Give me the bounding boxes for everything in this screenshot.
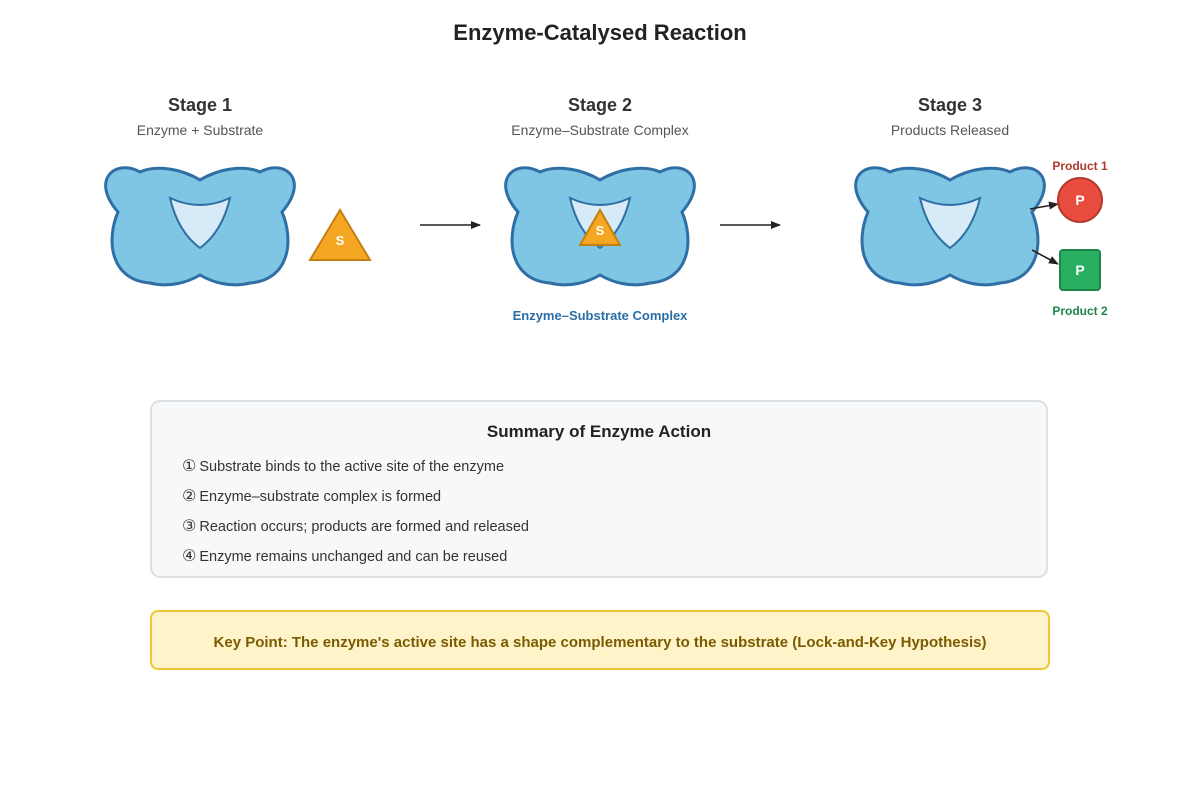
product-2-letter: P xyxy=(1075,262,1084,278)
product-1-label: Product 1 xyxy=(1052,159,1108,173)
enzyme-1 xyxy=(104,166,296,287)
stage-2-title: Stage 2 xyxy=(568,95,632,115)
arrow-to-product-2 xyxy=(1031,249,1059,265)
stage-1-title: Stage 1 xyxy=(168,95,232,115)
product-2: P xyxy=(1059,249,1101,291)
key-point-box: Key Point: The enzyme's active site has … xyxy=(150,610,1050,670)
enzyme-3 xyxy=(854,166,1046,287)
stage-1: Stage 1 Enzyme + Substrate S xyxy=(104,95,372,287)
key-point-text: Key Point: The enzyme's active site has … xyxy=(213,633,987,651)
product-1-letter: P xyxy=(1075,192,1084,208)
arrow-to-product-1 xyxy=(1029,201,1059,210)
substrate-2-label: S xyxy=(596,223,605,238)
substrate-1-label: S xyxy=(336,233,345,248)
complex-label: Enzyme–Substrate Complex xyxy=(513,308,689,323)
summary-title: Summary of Enzyme Action xyxy=(486,422,712,441)
summary-item-number: ③ xyxy=(182,516,197,535)
stage-1-subtitle: Enzyme + Substrate xyxy=(137,122,264,138)
summary-item-text: Reaction occurs; products are formed and… xyxy=(199,519,529,535)
substrate-1: S xyxy=(308,208,372,261)
stage-2: Stage 2 Enzyme–Substrate Complex S Enzym… xyxy=(504,95,696,323)
stage-2-subtitle: Enzyme–Substrate Complex xyxy=(511,122,688,138)
stage-3-subtitle: Products Released xyxy=(891,122,1009,138)
diagram-title: Enzyme-Catalysed Reaction xyxy=(453,20,746,45)
stage-3: Stage 3 Products Released Product 1 P P … xyxy=(854,95,1108,318)
summary-item-number: ① xyxy=(182,456,197,475)
substrate-2: S xyxy=(578,207,622,246)
stage-3-title: Stage 3 xyxy=(918,95,982,115)
summary-item-text: Substrate binds to the active site of th… xyxy=(199,459,505,475)
summary-item-text: Enzyme–substrate complex is formed xyxy=(199,489,442,505)
summary-item-number: ② xyxy=(182,486,197,505)
product-1: P xyxy=(1057,177,1103,223)
product-2-label: Product 2 xyxy=(1052,304,1108,318)
summary-item-number: ④ xyxy=(182,546,197,565)
summary-item-text: Enzyme remains unchanged and can be reus… xyxy=(199,549,508,565)
